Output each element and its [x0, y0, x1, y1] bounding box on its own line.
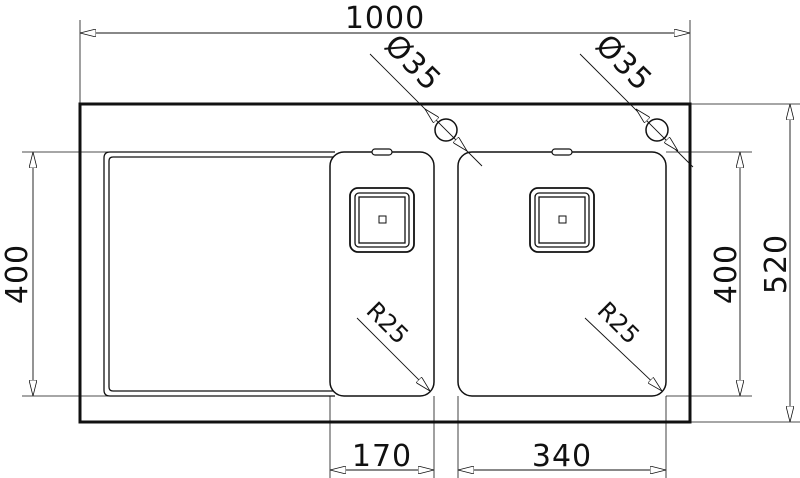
tap-hole-leaders	[369, 53, 694, 168]
extension-lines	[22, 20, 800, 478]
tap-hole-2-label: Ø35	[588, 28, 659, 99]
total-depth-label: 520	[759, 234, 794, 294]
overflow-clip-small	[371, 148, 393, 156]
tap-hole-1-label: Ø35	[377, 28, 448, 99]
tap-hole-2	[645, 118, 669, 142]
total-width-label: 1000	[345, 1, 425, 36]
drain-small	[349, 187, 415, 253]
bowl-height-right-label: 400	[709, 244, 744, 304]
dimension-lines	[33, 33, 790, 470]
large-bowl-width-label: 340	[532, 439, 592, 474]
overflow-clip-large	[551, 148, 573, 156]
bowl-height-left-label: 400	[0, 244, 35, 304]
sink-outline	[78, 102, 692, 424]
drain-large	[529, 187, 595, 253]
radius-leaders	[356, 317, 662, 391]
small-bowl-width-label: 170	[352, 439, 412, 474]
drainer-board	[103, 151, 335, 397]
